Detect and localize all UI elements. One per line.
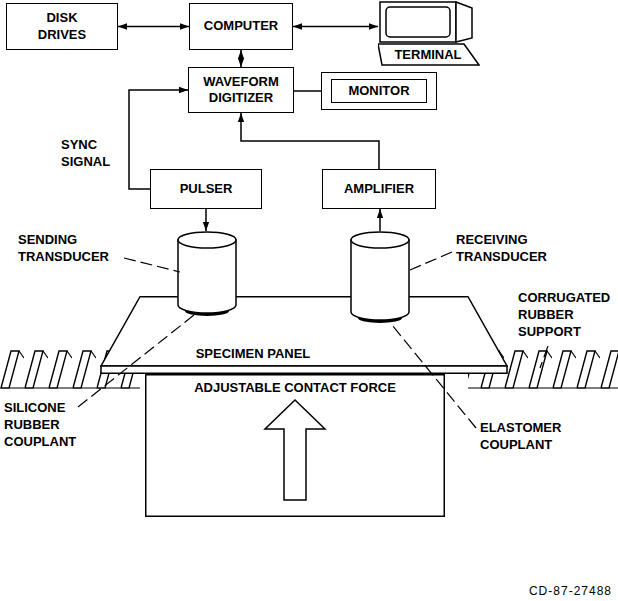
terminal-icon: TERMINAL <box>378 0 480 66</box>
force-fixture: ADJUSTABLE CONTACT FORCE <box>145 374 445 517</box>
process-box: PULSER <box>150 169 262 209</box>
specimen-panel-outline <box>100 296 508 374</box>
node-text: AMPLIFIER <box>344 181 414 197</box>
force-fixture-outline <box>145 374 445 517</box>
connector <box>294 90 321 92</box>
node-text: ADJUSTABLE CONTACT FORCE <box>194 380 396 396</box>
process-box: DISK DRIVES <box>6 3 118 50</box>
node-text: WAVEFORM DIGITIZER <box>196 74 286 107</box>
node-text: SPECIMEN PANEL <box>196 346 311 362</box>
signal-label: SYNC SIGNAL <box>59 137 123 171</box>
receiving-transducer <box>351 232 409 323</box>
callout-label: RECEIVING TRANSDUCER <box>456 232 560 266</box>
callout-label: CORRUGATED RUBBER SUPPORT <box>518 290 616 341</box>
connector <box>118 26 189 28</box>
process-box: WAVEFORM DIGITIZER <box>188 67 294 113</box>
node-text: COMPUTER <box>204 18 278 34</box>
node-text: TERMINAL <box>394 47 461 63</box>
callout-label: SILICONE RUBBER COUPLANT <box>4 400 84 451</box>
node-text: DISK DRIVES <box>27 10 97 43</box>
figure-number: CD-87-27488 <box>529 584 612 600</box>
sending-transducer <box>178 232 236 316</box>
connector <box>241 113 379 169</box>
monitor-box: MONITOR <box>321 72 437 110</box>
callout-label: ELASTOMER COUPLANT <box>480 420 580 454</box>
force-arrow <box>265 400 325 500</box>
node-text: PULSER <box>180 181 233 197</box>
process-box: AMPLIFIER <box>322 169 436 209</box>
connector <box>240 50 242 67</box>
specimen-panel: SPECIMEN PANEL <box>100 296 508 374</box>
signal-wire <box>205 209 207 231</box>
process-box: COMPUTER <box>189 3 293 50</box>
signal-wire <box>379 209 381 231</box>
node-text: MONITOR <box>331 79 426 103</box>
callout-label: SENDING TRANSDUCER <box>18 232 122 266</box>
connector <box>293 26 378 28</box>
leader-lines <box>78 252 548 428</box>
